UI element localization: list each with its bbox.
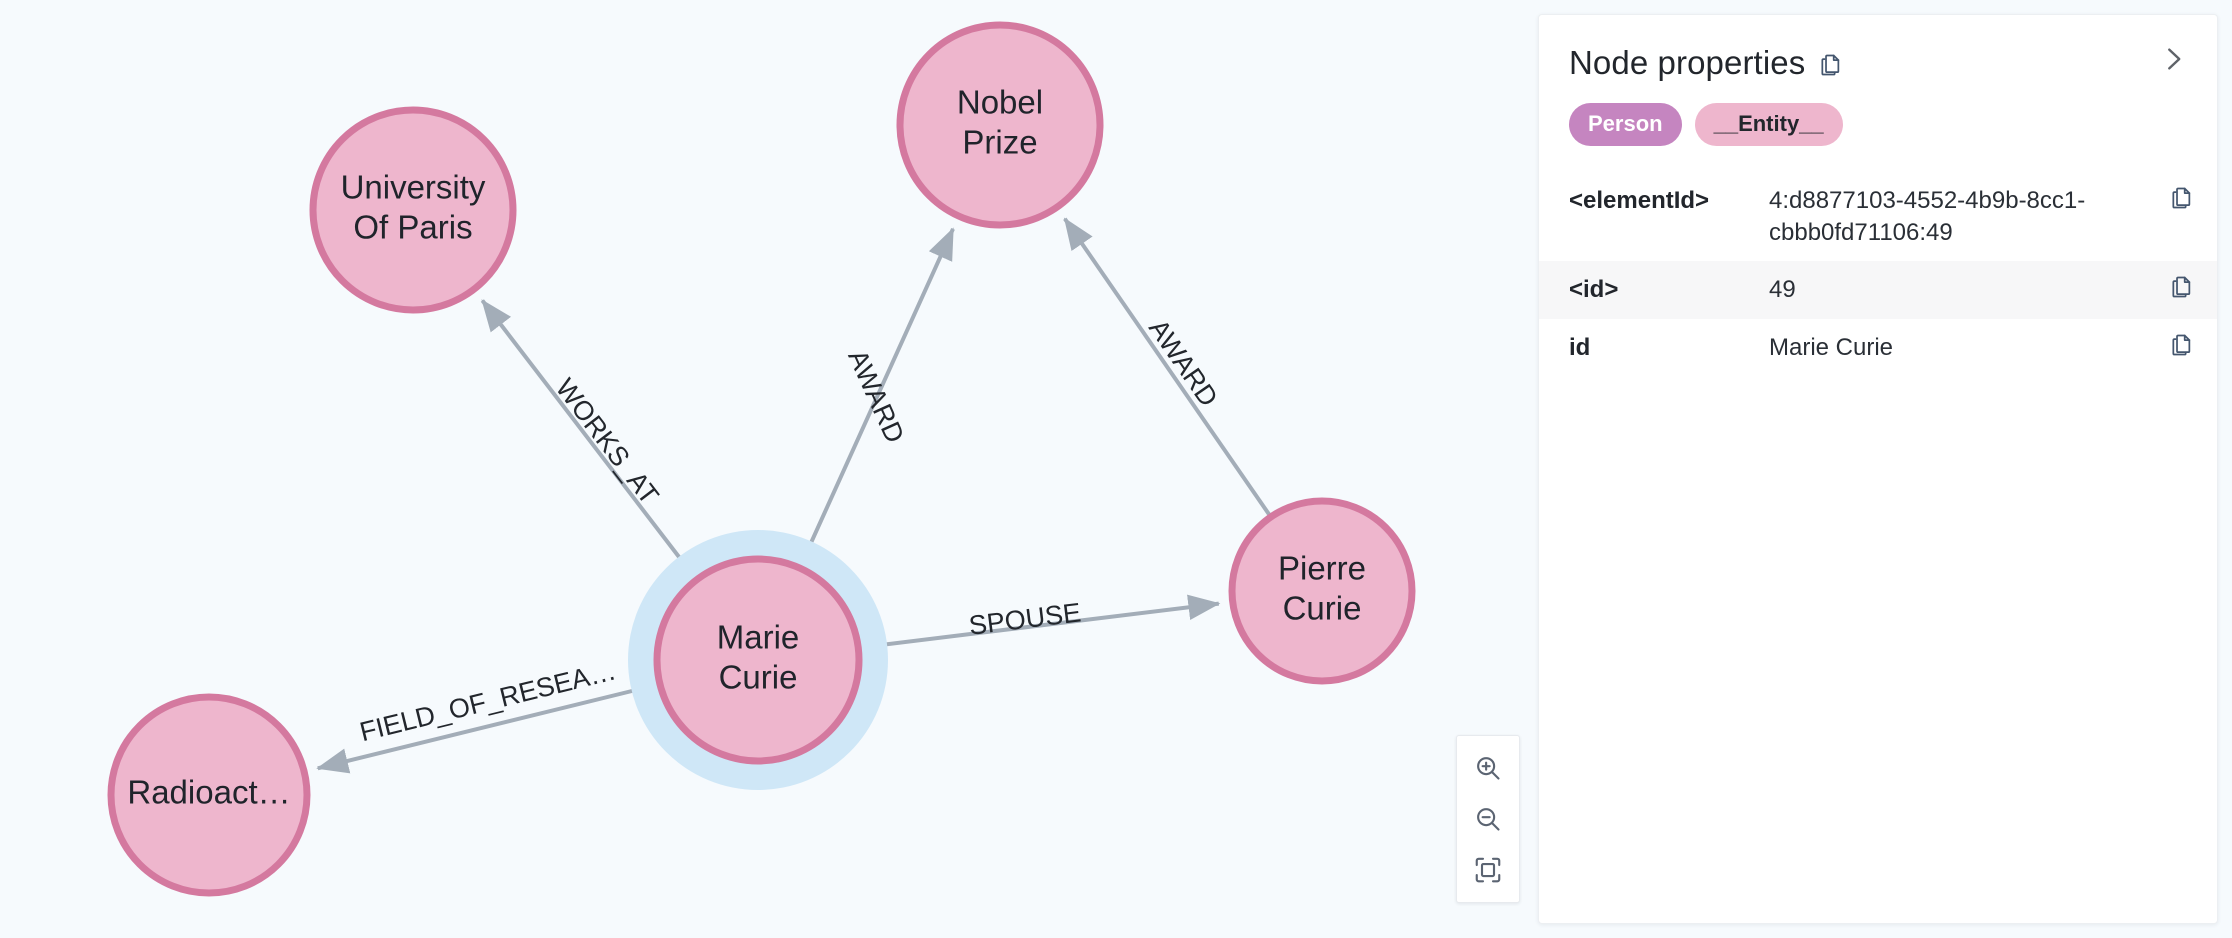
graph-edge-award-pierre[interactable]	[1063, 217, 1272, 517]
property-value: Marie Curie	[1769, 334, 1894, 362]
graph-edge-field-of-research[interactable]	[316, 682, 659, 774]
edges-layer	[316, 217, 1272, 774]
copy-property-icon[interactable]	[2169, 185, 2195, 216]
graph-edge-award-marie[interactable]	[798, 227, 955, 567]
panel-header: Node properties	[1539, 15, 2217, 81]
zoom-out-button[interactable]	[1465, 796, 1511, 842]
property-key: <elementId>	[1569, 186, 1710, 214]
property-copy-cell	[2133, 319, 2217, 377]
fit-to-screen-button[interactable]	[1465, 847, 1511, 893]
property-copy-cell	[2133, 261, 2217, 319]
node-properties-panel: Node properties Person __Entity__ <elemen…	[1538, 14, 2218, 924]
property-value: 4:d8877103-4552-4b9b-8cc1-cbbb0fd71106:4…	[1769, 186, 2086, 246]
graph-edge-works-at[interactable]	[480, 299, 697, 580]
edge-label-field-of-research: FIELD_OF_RESEA…	[357, 655, 619, 747]
copy-property-icon[interactable]	[2169, 274, 2195, 305]
edge-label-works-at: WORKS_AT	[550, 373, 665, 510]
node-circle[interactable]	[309, 106, 517, 314]
collapse-panel-button[interactable]	[2151, 37, 2195, 81]
node-properties-table: <elementId> 4:d8877103-4552-4b9b-8cc1-cbb…	[1539, 172, 2217, 378]
node-circle[interactable]	[1228, 497, 1416, 685]
property-key: <id>	[1569, 276, 1619, 304]
node-labels-chips: Person __Entity__	[1539, 81, 2217, 146]
node-circle[interactable]	[653, 555, 863, 765]
node-label-chip-0[interactable]: Person	[1569, 103, 1682, 146]
zoom-controls-toolbar	[1456, 735, 1520, 903]
property-value: 49	[1769, 276, 1796, 304]
zoom-in-icon	[1473, 753, 1503, 783]
node-circle[interactable]	[896, 21, 1104, 229]
property-key: id	[1569, 334, 1591, 362]
property-row: <elementId> 4:d8877103-4552-4b9b-8cc1-cbb…	[1539, 172, 2217, 262]
edge-label-award-pierre: AWARD	[1143, 314, 1224, 412]
property-row: <id> 49	[1539, 261, 2217, 320]
node-label-chip-1[interactable]: __Entity__	[1694, 103, 1843, 146]
graph-node-radioactivity[interactable]: Radioact…	[107, 693, 311, 897]
edge-label-spouse: SPOUSE	[967, 597, 1082, 640]
copy-all-properties-icon[interactable]	[1818, 52, 1844, 78]
node-circle[interactable]	[107, 693, 311, 897]
graph-edge-spouse[interactable]	[859, 594, 1221, 650]
zoom-out-icon	[1473, 804, 1503, 834]
fit-to-screen-icon	[1473, 855, 1503, 885]
edge-label-award-marie: AWARD	[842, 345, 910, 447]
panel-title: Node properties	[1569, 44, 1806, 81]
property-copy-cell	[2133, 172, 2217, 262]
property-row: id Marie Curie	[1539, 319, 2217, 377]
zoom-in-button[interactable]	[1465, 745, 1511, 791]
copy-property-icon[interactable]	[2169, 332, 2195, 363]
